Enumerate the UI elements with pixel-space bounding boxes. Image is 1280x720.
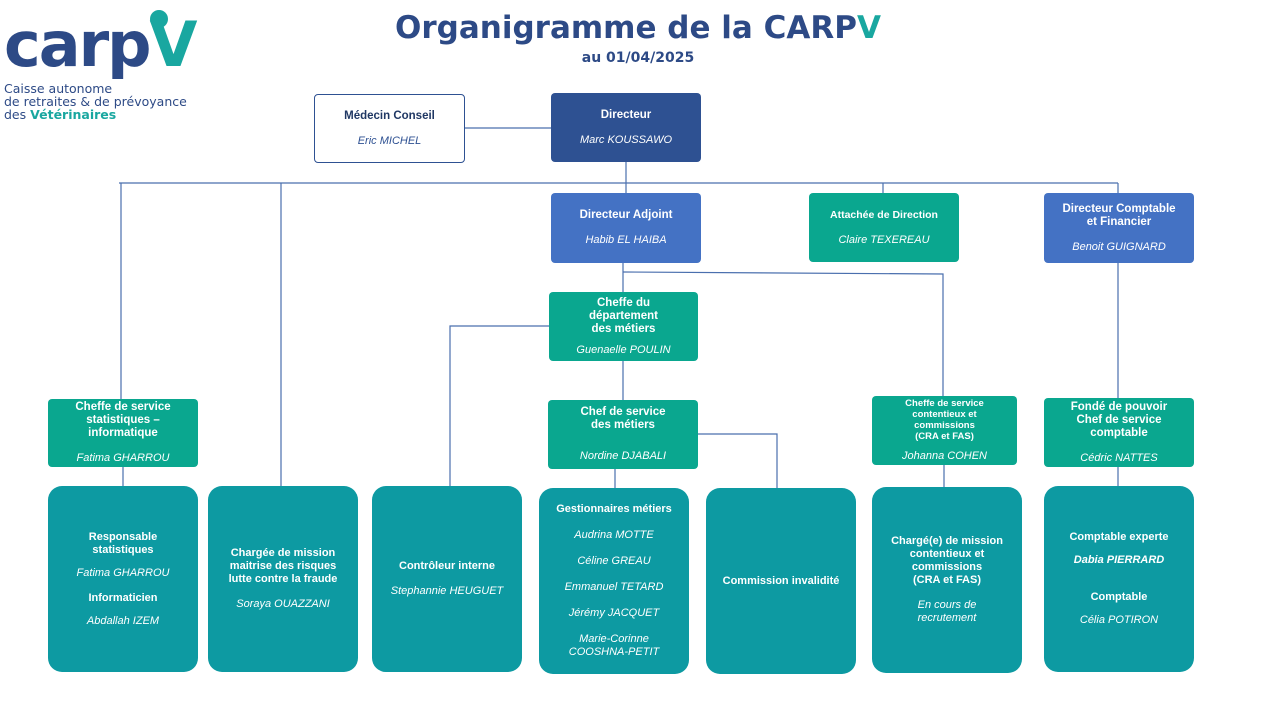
charge-title-2: contentieux et (909, 548, 985, 560)
attachee-title: Attachée de Direction (830, 208, 938, 221)
box-responsable-statistiques[interactable]: Responsable statistiques Fatima GHARROU … (48, 486, 198, 672)
comptable-dir-title-1: Directeur Comptable (1062, 202, 1176, 215)
title-main: Organigramme de la CARP (395, 10, 857, 46)
gestionnaire-name-4: Jérémy JACQUET (568, 607, 660, 619)
box-controleur-interne[interactable]: Contrôleur interne Stephannie HEUGUET (372, 486, 522, 672)
resp-stat-name: Fatima GHARROU (76, 566, 170, 579)
contentieux-title-2: contentieux et (912, 409, 977, 420)
logo-line-3: des Vétérinaires (4, 108, 187, 121)
charge-title-1: Chargé(e) de mission (891, 535, 1003, 547)
box-cheffe-statistiques[interactable]: Cheffe de service statistiques – informa… (48, 399, 198, 467)
box-charge-contentieux[interactable]: Chargé(e) de mission contentieux et comm… (872, 487, 1022, 673)
box-chargee-risques[interactable]: Chargée de mission maitrise des risques … (208, 486, 358, 672)
logo-word-main: carp (4, 8, 152, 81)
stat-title-2: statistiques – (86, 414, 160, 426)
fonde-title-3: comptable (1090, 426, 1148, 439)
stat-title-3: informatique (88, 427, 158, 439)
dept-title-1: Cheffe du (596, 296, 651, 309)
contentieux-name: Johanna COHEN (902, 450, 987, 462)
resp-stat-title-2: statistiques (92, 543, 154, 556)
charge-name-1: En cours de (917, 599, 977, 611)
fonde-name: Cédric NATTES (1080, 451, 1158, 464)
logo-line-1: Caisse autonome (4, 81, 113, 96)
metiers-name: Nordine DJABALI (579, 450, 667, 462)
charge-name-2: recrutement (917, 612, 977, 624)
page-title: Organigramme de la CARPV (330, 10, 946, 46)
contentieux-title-3: commissions (914, 420, 975, 431)
risques-title-3: lutte contre la fraude (228, 573, 338, 585)
fonde-title-2: Chef de service (1076, 413, 1162, 426)
charge-title-4: (CRA et FAS) (912, 574, 982, 586)
risques-title-1: Chargée de mission (230, 547, 336, 559)
medecin-title: Médecin Conseil (344, 109, 435, 122)
dept-name: Guenaelle POULIN (576, 343, 671, 356)
box-directeur[interactable]: Directeur Marc KOUSSAWO (551, 93, 701, 162)
box-directeur-comptable[interactable]: Directeur Comptable et Financier Benoit … (1044, 193, 1194, 263)
comptable-dir-name: Benoit GUIGNARD (1072, 240, 1166, 253)
logo-line-2: de retraites & de prévoyance (4, 94, 187, 109)
dept-title-2: département (588, 309, 659, 322)
attachee-name: Claire TEXEREAU (838, 233, 930, 246)
risques-name: Soraya OUAZZANI (236, 598, 330, 610)
controleur-title: Contrôleur interne (399, 560, 495, 572)
logo-line-3-prefix: des (4, 107, 31, 122)
metiers-title-1: Chef de service (580, 406, 666, 418)
contentieux-title-4: (CRA et FAS) (915, 431, 974, 442)
commission-title: Commission invalidité (722, 574, 840, 587)
directeur-name: Marc KOUSSAWO (579, 133, 673, 146)
box-directeur-adjoint[interactable]: Directeur Adjoint Habib EL HAIBA (551, 193, 701, 263)
charge-title-3: commissions (911, 561, 983, 573)
box-fonde-pouvoir[interactable]: Fondé de pouvoir Chef de service comptab… (1044, 398, 1194, 467)
line-metiers-commission (697, 433, 778, 488)
fonde-title-1: Fondé de pouvoir (1070, 400, 1168, 413)
controleur-name: Stephannie HEUGUET (390, 585, 504, 597)
risques-title-2: maitrise des risques (229, 560, 337, 572)
adjoint-name: Habib EL HAIBA (585, 234, 667, 246)
comptable-dir-title-2: et Financier (1086, 215, 1152, 228)
gestionnaire-name-1: Audrina MOTTE (574, 529, 654, 541)
directeur-title: Directeur (600, 108, 652, 121)
title-accent: V (856, 10, 881, 46)
logo-wordmark: carpV (4, 14, 198, 76)
box-comptables[interactable]: Comptable experte Dabia PIERRARD Comptab… (1044, 486, 1194, 672)
line-adjoint-contentieux (622, 271, 944, 396)
box-attachee-direction[interactable]: Attachée de Direction Claire TEXEREAU (809, 193, 959, 262)
stat-title-1: Cheffe de service (75, 401, 171, 413)
stat-name: Fatima GHARROU (76, 452, 170, 464)
metiers-title-2: des métiers (591, 419, 655, 431)
box-chef-service-metiers[interactable]: Chef de service des métiers Nordine DJAB… (548, 400, 698, 469)
adjoint-title: Directeur Adjoint (579, 209, 673, 221)
line-dept-controleur (449, 325, 549, 486)
comptable-name: Célia POTIRON (1079, 614, 1159, 626)
gestionnaires-title: Gestionnaires métiers (556, 503, 672, 515)
gestionnaire-name-2: Céline GREAU (577, 555, 651, 567)
informaticien-title: Informaticien (88, 591, 158, 604)
dept-title-3: des métiers (591, 322, 656, 335)
box-gestionnaires-metiers[interactable]: Gestionnaires métiers Audrina MOTTE Céli… (539, 488, 689, 674)
medecin-name: Eric MICHEL (357, 134, 422, 147)
box-cheffe-contentieux[interactable]: Cheffe de service contentieux et commiss… (872, 396, 1017, 465)
logo-dot-icon (150, 10, 168, 28)
informaticien-name: Abdallah IZEM (86, 614, 160, 627)
box-cheffe-departement[interactable]: Cheffe du département des métiers Guenae… (549, 292, 698, 361)
logo-line-3-accent: Vétérinaires (30, 107, 117, 122)
box-commission-invalidite[interactable]: Commission invalidité (706, 488, 856, 674)
contentieux-title-1: Cheffe de service (905, 398, 984, 409)
gestionnaire-name-5b: COOSHNA-PETIT (568, 646, 660, 658)
logo-subtitle: Caisse autonome de retraites & de prévoy… (4, 82, 187, 121)
comptable-experte-name: Dabia PIERRARD (1073, 554, 1165, 566)
resp-stat-title-1: Responsable (88, 530, 158, 543)
comptable-title: Comptable (1090, 591, 1148, 603)
comptable-experte-title: Comptable experte (1069, 531, 1169, 543)
gestionnaire-name-5a: Marie-Corinne (579, 633, 649, 645)
gestionnaire-name-3: Emmanuel TETARD (564, 581, 664, 593)
page-date: au 01/04/2025 (581, 50, 695, 66)
box-medecin-conseil[interactable]: Médecin Conseil Eric MICHEL (314, 94, 465, 163)
